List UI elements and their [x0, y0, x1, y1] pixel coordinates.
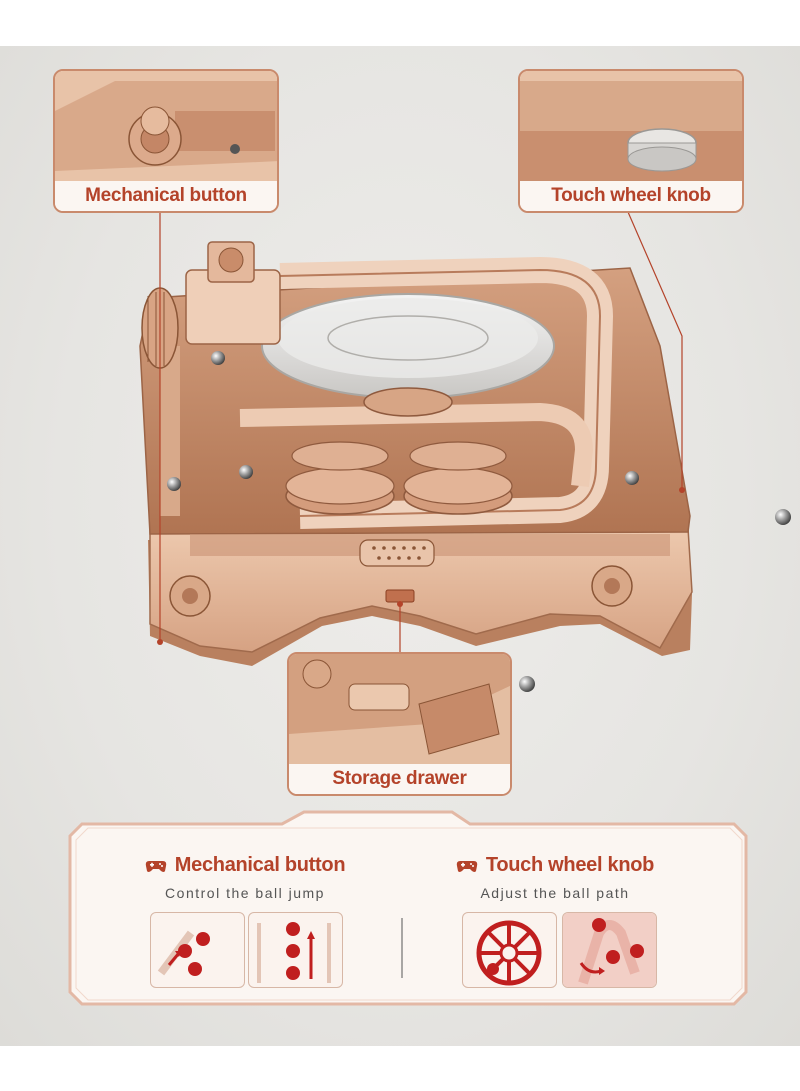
callout-touch-wheel-knob: Touch wheel knob: [518, 69, 744, 213]
feature-subtitle: Control the ball jump: [165, 885, 325, 901]
ball-jump-thumbnail: [150, 912, 245, 988]
ball-path-thumbnail: [562, 912, 657, 988]
feature-subtitle: Adjust the ball path: [480, 885, 630, 901]
storage-drawer-caption: Storage drawer: [289, 764, 510, 794]
mechanical-button-closeup-image: [55, 71, 277, 183]
gamepad-icon: [456, 860, 478, 872]
callout-storage-drawer: Storage drawer: [287, 652, 512, 796]
feature-touch-wheel-knob: Touch wheel knob Adjust the ball path: [450, 854, 660, 901]
ball-column-thumbnail: [248, 912, 343, 988]
touch-wheel-knob-caption: Touch wheel knob: [520, 181, 742, 211]
wooden-marble-run-controller: [139, 211, 791, 692]
knob-wheel-thumbnail: [462, 912, 557, 988]
storage-drawer-closeup-image: [289, 654, 510, 766]
product-photo-background: Mechanical button Touch wheel knob Stora…: [0, 46, 800, 1046]
feature-mechanical-button: Mechanical button Control the ball jump: [140, 854, 350, 901]
feature-title: Mechanical button: [174, 854, 346, 876]
touch-wheel-knob-closeup-image: [520, 71, 742, 183]
callout-mechanical-button: Mechanical button: [53, 69, 279, 213]
mechanical-button-caption: Mechanical button: [55, 181, 277, 211]
feature-title: Touch wheel knob: [485, 854, 655, 876]
gamepad-icon: [145, 860, 166, 872]
